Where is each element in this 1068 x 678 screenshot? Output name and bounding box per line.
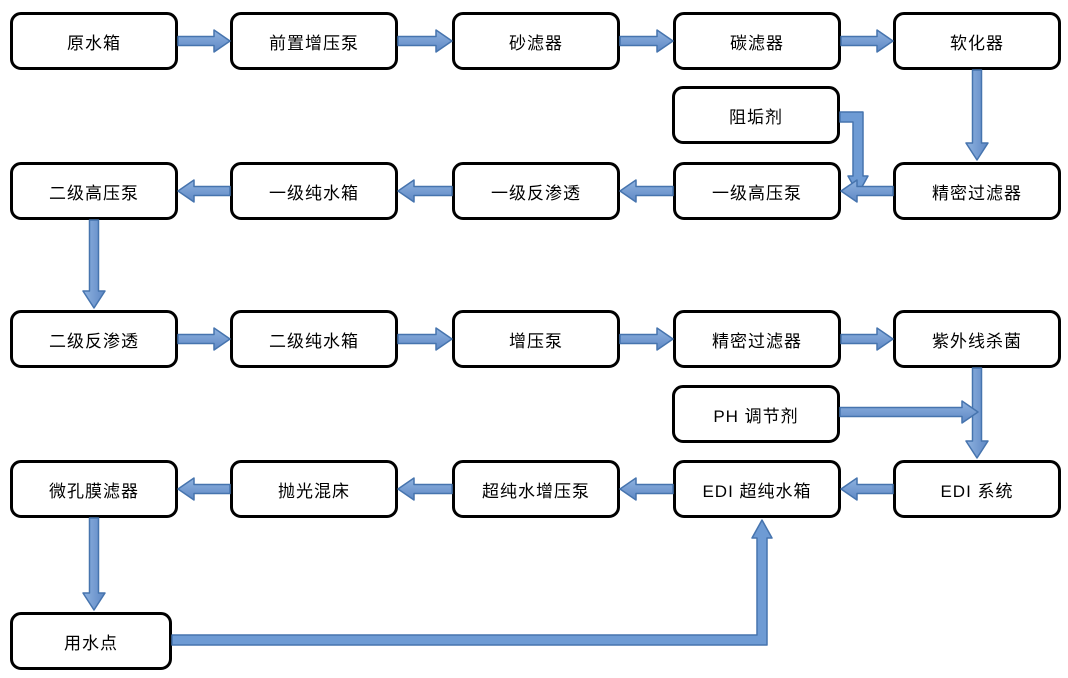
arrow-editank-to-upbooster	[619, 477, 674, 501]
arrow-carbon-to-softener	[840, 29, 894, 53]
node-uv-sterilizer: 紫外线杀菌	[893, 310, 1061, 368]
arrow-ro2-to-puretank2	[177, 327, 231, 351]
node-sand-filter: 砂滤器	[452, 12, 620, 70]
node-raw-water-tank: 原水箱	[10, 12, 178, 70]
node-pre-booster-pump: 前置增压泵	[230, 12, 398, 70]
arrow-membrane-to-pou	[82, 517, 106, 611]
arrow-puretank1-to-hp2	[177, 179, 231, 203]
arrow-upbooster-to-mixedbed	[397, 477, 453, 501]
arrow-hp2-to-ro2	[82, 219, 106, 309]
node-precision-filter-1: 精密过滤器	[893, 162, 1061, 220]
node-point-of-use: 用水点	[10, 612, 172, 670]
arrow-ph-dosing	[839, 400, 979, 424]
node-carbon-filter: 碳滤器	[673, 12, 841, 70]
node-precision-filter-2: 精密过滤器	[673, 310, 841, 368]
node-stage1-pure-tank: 一级纯水箱	[230, 162, 398, 220]
node-booster-pump: 增压泵	[452, 310, 620, 368]
arrow-antiscalant-dosing	[839, 111, 869, 195]
node-stage1-hp-pump: 一级高压泵	[673, 162, 841, 220]
node-edi-system: EDI 系统	[893, 460, 1061, 518]
arrow-booster-to-precision2	[619, 327, 674, 351]
arrow-mixedbed-to-membrane	[177, 477, 231, 501]
node-polishing-mixed-bed: 抛光混床	[230, 460, 398, 518]
arrow-precision2-to-uv	[840, 327, 894, 351]
node-microporous-membrane-filter: 微孔膜滤器	[10, 460, 178, 518]
arrow-puretank2-to-booster	[397, 327, 453, 351]
node-stage1-ro: 一级反渗透	[452, 162, 620, 220]
node-stage2-ro: 二级反渗透	[10, 310, 178, 368]
node-stage2-pure-tank: 二级纯水箱	[230, 310, 398, 368]
arrow-precision1-to-hp1	[840, 179, 894, 203]
node-antiscalant: 阻垢剂	[672, 86, 840, 144]
arrow-edi-to-editank	[840, 477, 894, 501]
arrow-softener-to-precision1	[965, 69, 989, 161]
node-ultrapure-booster-pump: 超纯水增压泵	[452, 460, 620, 518]
arrow-pou-recirculation	[171, 519, 773, 646]
arrow-prebooster-to-sand	[397, 29, 453, 53]
arrow-hp1-to-ro1	[619, 179, 674, 203]
node-softener: 软化器	[893, 12, 1061, 70]
arrow-uv-to-edi	[965, 367, 989, 459]
arrow-sand-to-carbon	[619, 29, 674, 53]
arrow-ro1-to-puretank1	[397, 179, 453, 203]
arrow-raw-to-prebooster	[177, 29, 231, 53]
node-edi-ultrapure-tank: EDI 超纯水箱	[673, 460, 841, 518]
node-stage2-hp-pump: 二级高压泵	[10, 162, 178, 220]
node-ph-adjuster: PH 调节剂	[672, 385, 840, 443]
